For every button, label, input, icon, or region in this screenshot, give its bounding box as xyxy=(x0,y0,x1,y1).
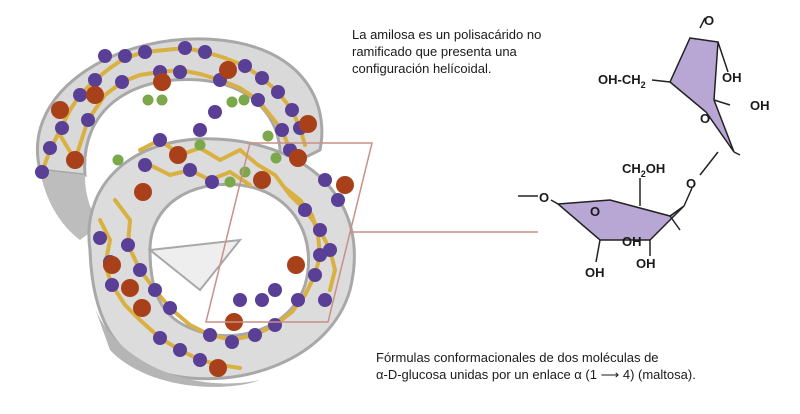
caption-maltose: Fórmulas conformacionales de dos molécul… xyxy=(376,349,796,383)
upper-oh-far-right: OH xyxy=(750,98,770,113)
lower-ch2oh-group: CH2OH xyxy=(622,161,665,179)
caption-maltose-line-2: α-D-glucosa unidas por un enlace α (1 ⟶ … xyxy=(376,367,696,382)
hydrogen-atoms xyxy=(112,94,282,188)
glycosidic-link-oxygen: O xyxy=(686,176,696,191)
caption-amylose-line-1: La amilosa es un polisacárido no xyxy=(352,27,542,42)
upper-top-oxygen: O xyxy=(704,13,714,28)
caption-amylose-line-3: configuración helícoidal. xyxy=(352,61,492,76)
upper-ch2-group: OH-CH2 xyxy=(598,72,646,90)
caption-amylose-line-2: ramificado que presenta una xyxy=(352,44,517,59)
lower-glucose-ring xyxy=(518,178,693,263)
lower-oh-bottom-center: OH xyxy=(622,234,642,249)
callout-frame xyxy=(205,142,538,323)
upper-oh-right: OH xyxy=(722,70,742,85)
upper-glucose-ring xyxy=(651,17,741,176)
lower-left-oxygen: O xyxy=(539,190,549,205)
upper-ring-oxygen: O xyxy=(700,111,710,126)
lower-oh-bottom-left: OH xyxy=(585,265,605,280)
lower-ring-oxygen: O xyxy=(590,204,600,219)
caption-amylose: La amilosa es un polisacárido no ramific… xyxy=(352,26,602,77)
caption-maltose-line-1: Fórmulas conformacionales de dos molécul… xyxy=(376,350,659,365)
lower-oh-bottom-right: OH xyxy=(636,256,656,271)
